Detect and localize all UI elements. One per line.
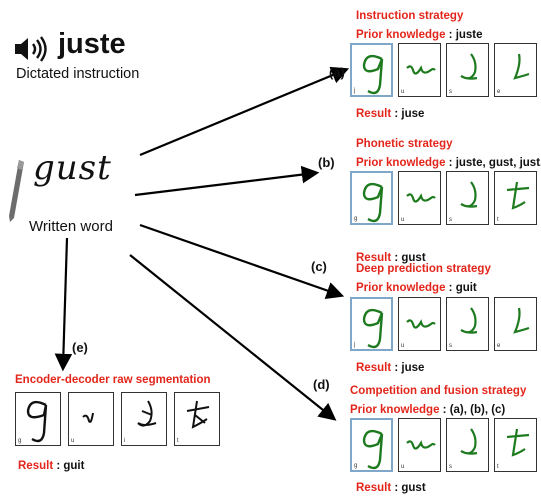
panel-b-boxes: g u s t (350, 171, 540, 227)
panel-c-label: (c) (311, 259, 327, 274)
panel-d-result-value: : gust (391, 482, 426, 494)
letter-tag: s (449, 343, 452, 349)
letter-tag: j (354, 342, 356, 348)
panel-c-boxes: j u s e (350, 297, 540, 353)
letter-box: u (398, 418, 441, 472)
handwritten-word: gust (33, 148, 112, 188)
panel-e-result-value: : guit (53, 460, 85, 472)
letter-tag: i (124, 438, 126, 444)
arrow-to-b (134, 165, 320, 197)
panel-a-prior-key: Prior knowledge (356, 29, 446, 41)
panel-c-prior: Prior knowledge : guit (356, 278, 477, 296)
letter-box: e (494, 43, 537, 97)
letter-box: u (398, 171, 441, 225)
letter-box: i (121, 392, 167, 446)
letter-tag: j (354, 88, 356, 94)
letter-box: e (494, 297, 537, 351)
panel-c-strategy: Deep prediction strategy (356, 263, 491, 275)
letter-box: s (446, 297, 489, 351)
panel-b-prior-value: : juste, gust, just. (445, 157, 541, 169)
panel-a-result-value: : juse (391, 108, 425, 120)
arrow-to-e (54, 237, 73, 372)
letter-tag: e (497, 89, 501, 95)
panel-e-strategy: Encoder-decoder raw segmentation (15, 374, 211, 386)
panel-b-result: Result : gust (356, 248, 426, 266)
letter-box: s (446, 418, 489, 472)
arrow-to-d (129, 254, 337, 421)
panel-d-result: Result : gust (356, 478, 426, 496)
panel-b-prior: Prior knowledge : juste, gust, just. (356, 153, 541, 171)
panel-b-result-key: Result (356, 252, 392, 264)
letter-box: t (174, 392, 220, 446)
letter-box: g (350, 418, 393, 472)
panel-e-boxes: g u i t (15, 392, 225, 448)
dictated-instruction-label: Dictated instruction (16, 66, 140, 82)
letter-box: u (398, 43, 441, 97)
letter-box: u (68, 392, 114, 446)
panel-e-result: Result : guit (18, 456, 84, 474)
letter-tag: g (354, 463, 358, 469)
panel-e-label: (e) (72, 340, 88, 355)
letter-box: t (494, 418, 537, 472)
letter-tag: t (177, 438, 179, 444)
panel-a-prior-value: : juste (445, 29, 483, 41)
letter-tag: e (497, 343, 501, 349)
letter-tag: u (71, 438, 75, 444)
panel-a-strategy: Instruction strategy (356, 10, 464, 22)
letter-tag: u (401, 89, 405, 95)
letter-box: u (398, 297, 441, 351)
letter-box: s (446, 43, 489, 97)
panel-b-prior-key: Prior knowledge (356, 157, 446, 169)
letter-tag: g (354, 216, 358, 222)
panel-d-result-key: Result (356, 482, 392, 494)
panel-a-prior: Prior knowledge : juste (356, 25, 483, 43)
letter-tag: u (401, 343, 405, 349)
letter-box: s (446, 171, 489, 225)
panel-c-result: Result : juse (356, 358, 424, 376)
panel-a-label: (a) (329, 65, 345, 80)
panel-a-result: Result : juse (356, 104, 424, 122)
panel-c-result-key: Result (356, 362, 392, 374)
panel-d-label: (d) (313, 377, 330, 392)
panel-d-prior: Prior knowledge : (a), (b), (c) (350, 400, 505, 418)
letter-tag: g (18, 438, 22, 444)
panel-d-boxes: g u s t (350, 418, 540, 474)
panel-b-label: (b) (318, 155, 335, 170)
letter-box: g (15, 392, 61, 446)
letter-tag: s (449, 217, 452, 223)
panel-c-prior-value: : guit (445, 282, 477, 294)
letter-tag: t (497, 464, 499, 470)
panel-a-boxes: j u s e (350, 43, 540, 99)
letter-tag: u (401, 464, 405, 470)
arrow-to-c (139, 223, 345, 299)
letter-box: g (350, 171, 393, 225)
panel-e-result-key: Result (18, 460, 54, 472)
panel-d-prior-key: Prior knowledge (350, 404, 440, 416)
letter-tag: t (497, 217, 499, 223)
panel-a-result-key: Result (356, 108, 392, 120)
letter-tag: s (449, 464, 452, 470)
panel-c-prior-key: Prior knowledge (356, 282, 446, 294)
panel-c-result-value: : juse (391, 362, 425, 374)
arrow-to-a (139, 66, 350, 157)
letter-box: t (494, 171, 537, 225)
panel-d-strategy: Competition and fusion strategy (350, 385, 527, 397)
letter-box: j (350, 297, 393, 351)
dictated-word: juste (58, 28, 126, 60)
panel-b-strategy: Phonetic strategy (356, 138, 453, 150)
letter-tag: s (449, 89, 452, 95)
panel-d-prior-value: : (a), (b), (c) (439, 404, 506, 416)
pen-icon (6, 158, 28, 224)
letter-tag: u (401, 217, 405, 223)
panel-b-result-value: : gust (391, 252, 426, 264)
written-word-label: Written word (29, 218, 113, 235)
speaker-icon (13, 36, 51, 62)
letter-box: j (350, 43, 393, 97)
